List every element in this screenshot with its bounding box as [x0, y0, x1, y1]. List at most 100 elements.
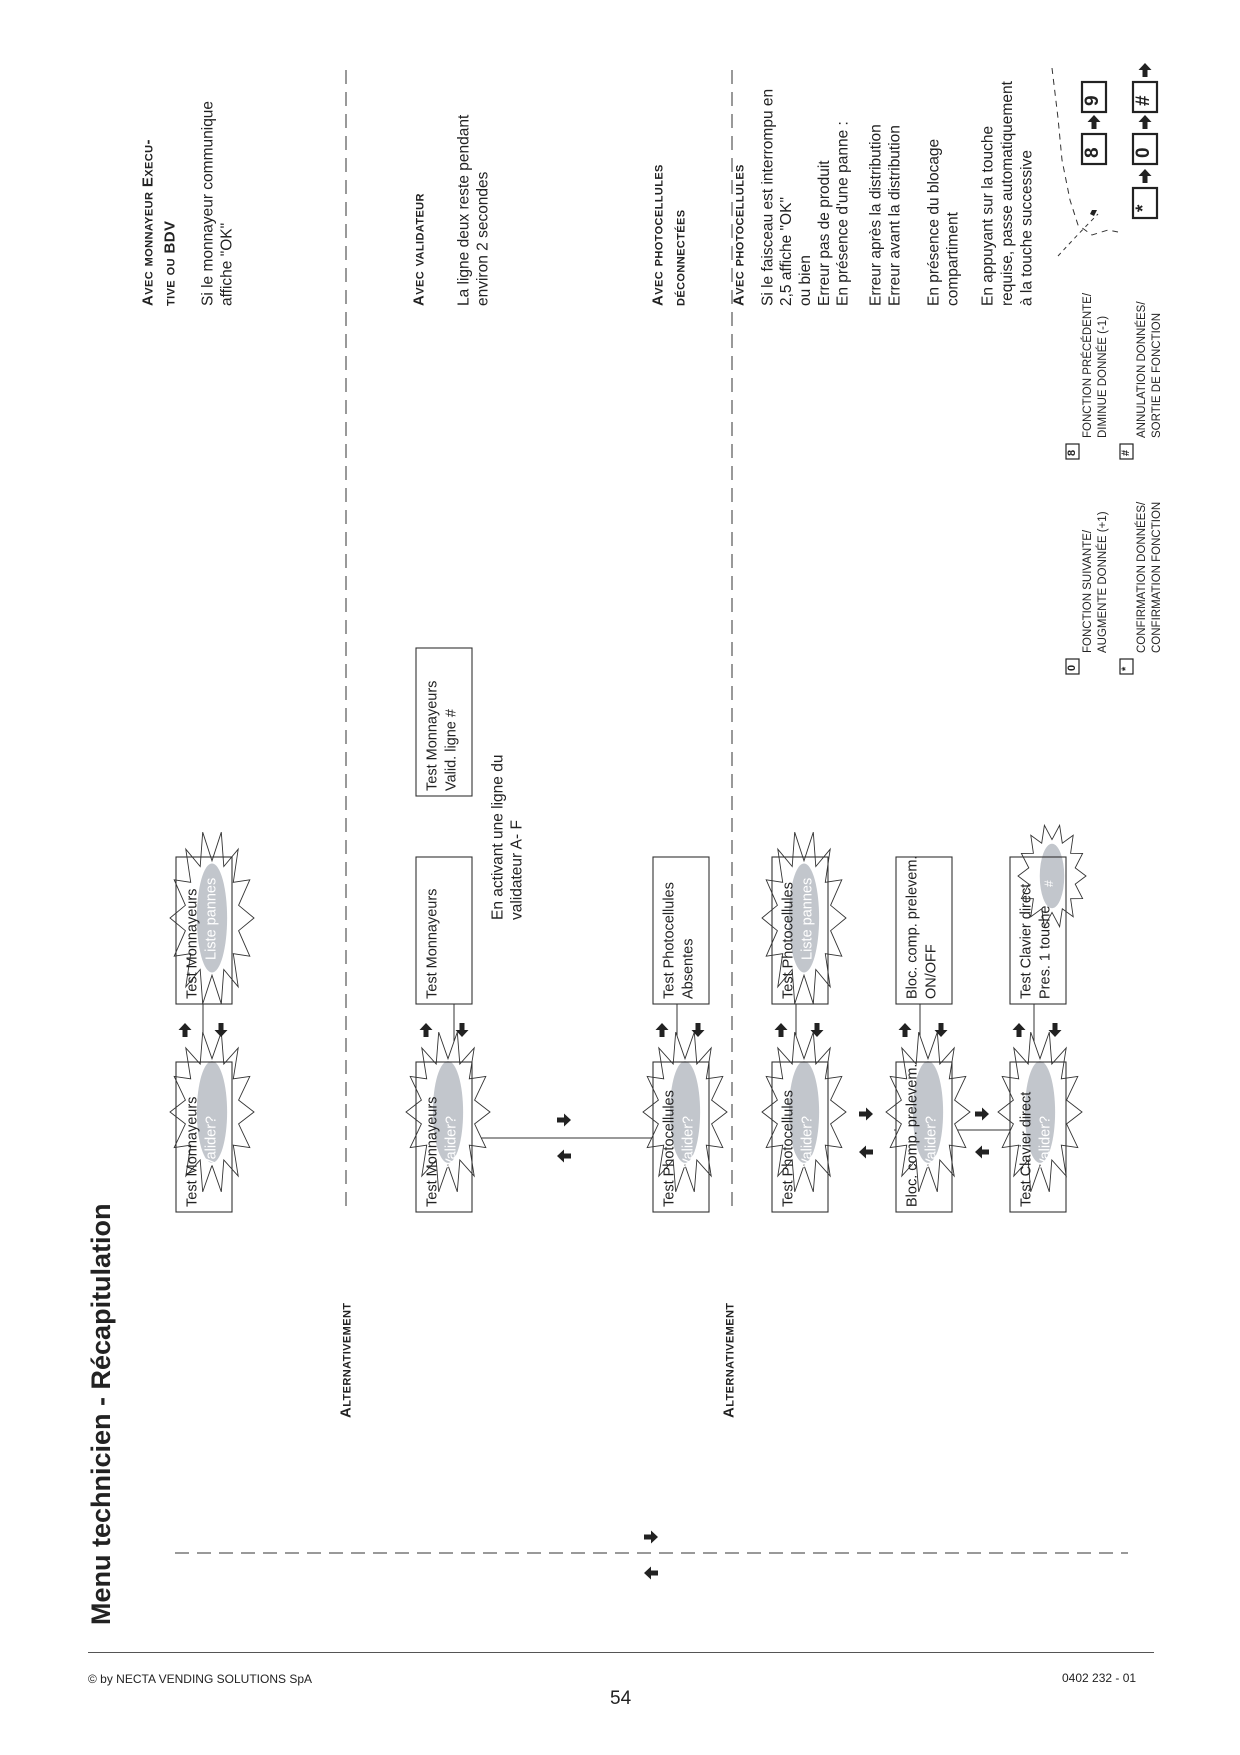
- keypad-key-0: 0: [1133, 147, 1154, 158]
- row2-3-arrow-right: [557, 1113, 571, 1127]
- copyright-text: © by NECTA VENDING SOLUTIONS SpA: [88, 1672, 313, 1686]
- row4-box2-line1-line: Test Photocellules: [781, 882, 797, 999]
- row6-box2-line3-line: #: [1042, 880, 1056, 887]
- activation-note-line: validateur A- F: [508, 820, 525, 920]
- row4-5-arrow-left: [859, 1145, 873, 1159]
- row5-6-arrow-left: [975, 1145, 989, 1159]
- keypad-key-star-line: *: [1133, 204, 1154, 212]
- row2-arrow-up: [419, 1023, 433, 1037]
- row3-box2-line1-line: Test Photocellules: [662, 882, 678, 999]
- row2-box1-line1: Test Monnayeurs: [425, 1097, 441, 1207]
- row4-box2-highlight: [788, 863, 820, 973]
- row1-box1-line2-line: Valider?: [204, 1116, 220, 1168]
- row4-arrow-up: [774, 1023, 788, 1037]
- row4-box2-line1: Test Photocellules: [781, 882, 797, 999]
- activation-note-line: En activant une ligne du: [489, 755, 506, 920]
- row4-box2-line2: Liste pannes: [800, 878, 816, 960]
- row6-box2-highlight: [1039, 843, 1065, 909]
- legend-confirm-text: CONFIRMATION DONNÉES/CONFIRMATION FONCTI…: [1135, 501, 1163, 653]
- row1-box2-line2: Liste pannes: [204, 878, 220, 960]
- legend-previous-text-line: DIMINUE DONNÉE (-1): [1096, 316, 1109, 438]
- row2-box1-highlight: [432, 1061, 464, 1163]
- row6-box1-line2-line: Valider?: [1038, 1116, 1054, 1168]
- row5-box2-line1: Bloc. comp. prelevem.: [905, 856, 921, 999]
- photocellules-deconnectees-title-line: déconnectées: [671, 210, 688, 306]
- row3-arrow-up: [655, 1023, 669, 1037]
- row4-box1-line2: Valider?: [800, 1116, 816, 1168]
- row3-box2-line2: Absentes: [681, 939, 697, 999]
- row5-box1-line2: Valider?: [924, 1116, 940, 1168]
- photocellules-text-line: Erreur pas de produit: [816, 160, 833, 306]
- keypad-key-8-box: [1080, 132, 1108, 166]
- main-arrow-right: [644, 1530, 658, 1544]
- keypad-key-8-line: 8: [1082, 147, 1103, 158]
- legend-next-key: 0: [1066, 665, 1078, 671]
- row2-box2-line1: Test Monnayeurs: [425, 889, 441, 999]
- row2-box3-line2-line: Valid. ligne #: [444, 709, 460, 791]
- keypad-edge-key: [1082, 190, 1106, 210]
- row5-box1-highlight: [912, 1061, 944, 1163]
- keypad-dot-1: [1087, 115, 1101, 129]
- alternativement-label-2: Alternativement: [720, 1303, 737, 1418]
- row5-box1-line1: Bloc. comp. prelevem.: [905, 1064, 921, 1207]
- row6-box2-line1: Test Clavier direct: [1019, 884, 1035, 999]
- row4-box1-highlight: [788, 1061, 820, 1163]
- photocellules-errors-line: Erreur après la distribution: [867, 124, 884, 306]
- legend-previous-key-box: [1065, 443, 1080, 460]
- row6-box1: [1009, 1061, 1067, 1213]
- keypad-key-star-box: [1131, 186, 1159, 220]
- row6-box2-line3: #: [1042, 880, 1056, 887]
- legend-previous-text-line: FONCTION PRÉCÉDENTE/: [1081, 292, 1094, 438]
- row6-arrow-down: [1048, 1023, 1062, 1037]
- row1-box1-line2: Valider?: [204, 1116, 220, 1168]
- row5-box2-line1-line: Bloc. comp. prelevem.: [905, 856, 921, 999]
- legend-confirm-text-line: CONFIRMATION DONNÉES/: [1135, 501, 1148, 653]
- row3-box1-line1-line: Test Photocellules: [662, 1090, 678, 1207]
- row2-box3-line2: Valid. ligne #: [444, 709, 460, 791]
- keypad-key-9: 9: [1082, 95, 1103, 106]
- alternativement-label-1-line: Alternativement: [337, 1303, 354, 1418]
- keypad-key-8: 8: [1082, 147, 1103, 158]
- legend-confirm-key-box: [1119, 658, 1134, 675]
- legend-next-text-line: AUGMENTE DONNÉE (+1): [1096, 511, 1109, 653]
- row1-box2: [175, 856, 233, 1005]
- row4-5-arrow-right: [859, 1107, 873, 1121]
- row1-box1-line1-line: Test Monnayeurs: [185, 1097, 201, 1207]
- row3-box1-line2-line: Valider?: [681, 1116, 697, 1168]
- alternativement-label-2-line: Alternativement: [720, 1303, 737, 1418]
- monnayeur-text-line: Si le monnayeur communique: [199, 101, 216, 306]
- photocellules-text-line: En présence d'une panne :: [835, 121, 852, 306]
- photocellules-deconnectees-title-line: Avec photocellules: [649, 164, 666, 306]
- row1-box1-line1: Test Monnayeurs: [185, 1097, 201, 1207]
- row4-box2: [771, 856, 829, 1005]
- row1-box2-line1-line: Test Monnayeurs: [185, 889, 201, 999]
- row6-box2: [1009, 856, 1067, 1005]
- validateur-text-line: environ 2 secondes: [474, 171, 491, 306]
- row3-box2-line1: Test Photocellules: [662, 882, 678, 999]
- row6-box2-line2: Pres. 1 touche: [1038, 906, 1054, 1000]
- legend-cancel-key: #: [1120, 450, 1132, 456]
- clavier-text-line: à la touche successive: [1018, 150, 1035, 306]
- row6-arrow-up: [1012, 1023, 1026, 1037]
- row6-box1-highlight: [1024, 1061, 1056, 1163]
- row6-box1-line1-line: Test Clavier direct: [1019, 1092, 1035, 1207]
- row1-box1-highlight: [196, 1061, 228, 1163]
- row2-box1: [415, 1061, 473, 1213]
- row5-box1-line2-line: Valider?: [924, 1116, 940, 1168]
- legend-cancel-key-box: [1119, 443, 1134, 460]
- row2-box2-line1-line: Test Monnayeurs: [425, 889, 441, 999]
- row2-box2: [415, 856, 473, 1005]
- row6-box2-line2-line: Pres. 1 touche: [1038, 906, 1054, 1000]
- keypad-key-hash-box: [1131, 80, 1159, 114]
- keypad-key-hash-line: #: [1133, 95, 1154, 106]
- legend-cancel-text: ANNULATION DONNÉES/SORTIE DE FONCTION: [1135, 301, 1163, 438]
- keypad-dot-4: [1138, 63, 1152, 77]
- row5-box1-line1-line: Bloc. comp. prelevem.: [905, 1064, 921, 1207]
- photocellules-title-line: Avec photocellules: [730, 164, 747, 306]
- row5-box1: [895, 1061, 953, 1213]
- bloc-text-line: compartiment: [944, 211, 961, 306]
